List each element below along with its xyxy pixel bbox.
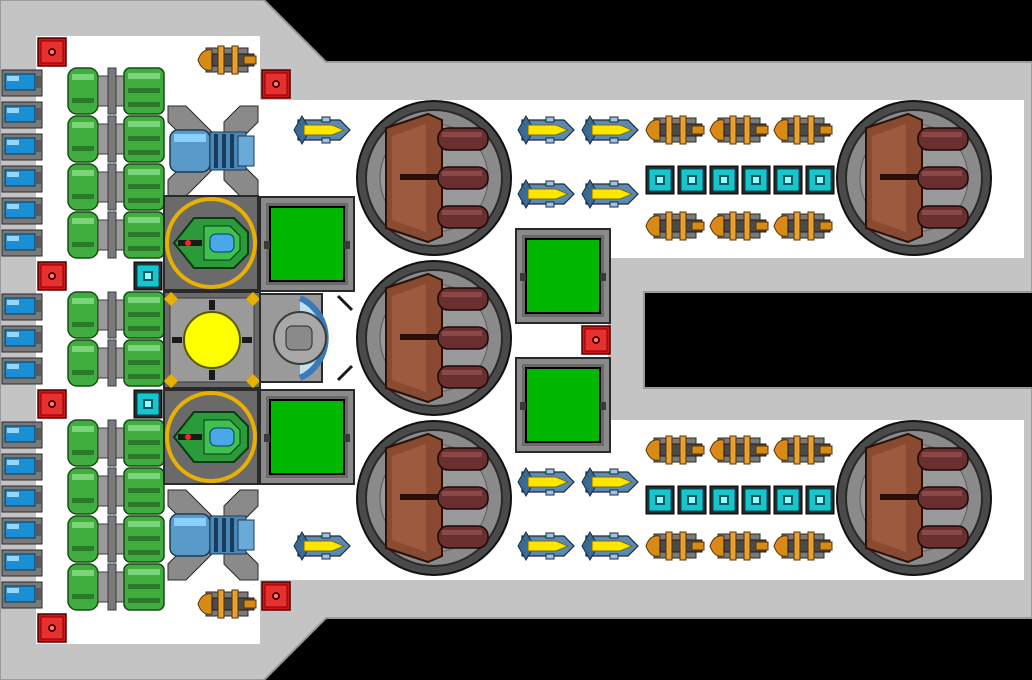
fuel-tank[interactable] (67, 67, 165, 115)
shield-emitter[interactable] (677, 485, 707, 515)
shield-emitter[interactable] (709, 165, 739, 195)
fuel-tank[interactable] (67, 291, 165, 339)
armor-plate[interactable] (261, 581, 291, 611)
gun-turret[interactable] (356, 100, 512, 256)
docking-capsule[interactable] (259, 293, 354, 383)
shield-emitter[interactable] (773, 165, 803, 195)
brass-cannon[interactable] (197, 589, 257, 619)
shield-emitter[interactable] (645, 485, 675, 515)
command-pod[interactable] (162, 388, 260, 486)
thruster-nozzle[interactable] (1, 485, 43, 513)
gun-turret[interactable] (836, 420, 992, 576)
thruster-nozzle[interactable] (1, 517, 43, 545)
thruster-bank (1, 69, 43, 609)
armor-plate[interactable] (37, 389, 67, 419)
thruster-nozzle[interactable] (1, 69, 43, 97)
brass-cannon[interactable] (645, 435, 705, 465)
brass-cannon[interactable] (197, 45, 257, 75)
thruster-nozzle[interactable] (1, 453, 43, 481)
cargo-bay[interactable] (259, 196, 355, 292)
shield-emitter[interactable] (805, 165, 835, 195)
brass-cannon[interactable] (709, 531, 769, 561)
brass-cannon[interactable] (709, 435, 769, 465)
fuel-tank[interactable] (67, 339, 165, 387)
thruster-nozzle[interactable] (1, 133, 43, 161)
brass-cannon[interactable] (709, 115, 769, 145)
thruster-nozzle[interactable] (1, 293, 43, 321)
gun-turret[interactable] (836, 100, 992, 256)
command-pod[interactable] (162, 194, 260, 292)
thruster-nozzle[interactable] (1, 357, 43, 385)
fuel-tank[interactable] (67, 211, 165, 259)
brass-cannon[interactable] (773, 115, 833, 145)
fuel-tank[interactable] (67, 115, 165, 163)
thruster-nozzle[interactable] (1, 581, 43, 609)
thruster-nozzle[interactable] (1, 421, 43, 449)
cargo-bay[interactable] (515, 357, 611, 453)
thruster-nozzle[interactable] (1, 325, 43, 353)
thruster-nozzle[interactable] (1, 549, 43, 577)
brass-cannon[interactable] (645, 531, 705, 561)
brass-cannon[interactable] (773, 531, 833, 561)
shield-emitter[interactable] (741, 485, 771, 515)
brass-cannon[interactable] (773, 435, 833, 465)
thruster-nozzle[interactable] (1, 165, 43, 193)
brass-cannon[interactable] (773, 211, 833, 241)
shield-emitter[interactable] (133, 389, 163, 419)
shield-emitter[interactable] (773, 485, 803, 515)
shield-emitter[interactable] (741, 165, 771, 195)
shield-emitter[interactable] (709, 485, 739, 515)
cargo-bay[interactable] (515, 228, 611, 324)
fuel-tank[interactable] (67, 563, 165, 611)
brass-cannon[interactable] (709, 211, 769, 241)
gun-turret[interactable] (356, 420, 512, 576)
thruster-nozzle[interactable] (1, 229, 43, 257)
gun-turret[interactable] (356, 260, 512, 416)
armor-plate[interactable] (37, 613, 67, 643)
thruster-nozzle[interactable] (1, 101, 43, 129)
shield-emitter[interactable] (645, 165, 675, 195)
brass-cannon[interactable] (645, 115, 705, 145)
cargo-bay[interactable] (259, 389, 355, 485)
fuel-tank[interactable] (67, 419, 165, 467)
brass-cannon[interactable] (645, 211, 705, 241)
thruster-nozzle[interactable] (1, 197, 43, 225)
armor-plate[interactable] (37, 261, 67, 291)
armor-plate[interactable] (37, 37, 67, 67)
shield-emitter[interactable] (133, 261, 163, 291)
fuel-tank[interactable] (67, 515, 165, 563)
armor-plate[interactable] (581, 325, 611, 355)
shield-emitter[interactable] (677, 165, 707, 195)
fuel-tank[interactable] (67, 163, 165, 211)
reactor-core[interactable] (163, 291, 261, 389)
shield-emitter[interactable] (805, 485, 835, 515)
fuel-tank[interactable] (67, 467, 165, 515)
armor-plate[interactable] (261, 69, 291, 99)
